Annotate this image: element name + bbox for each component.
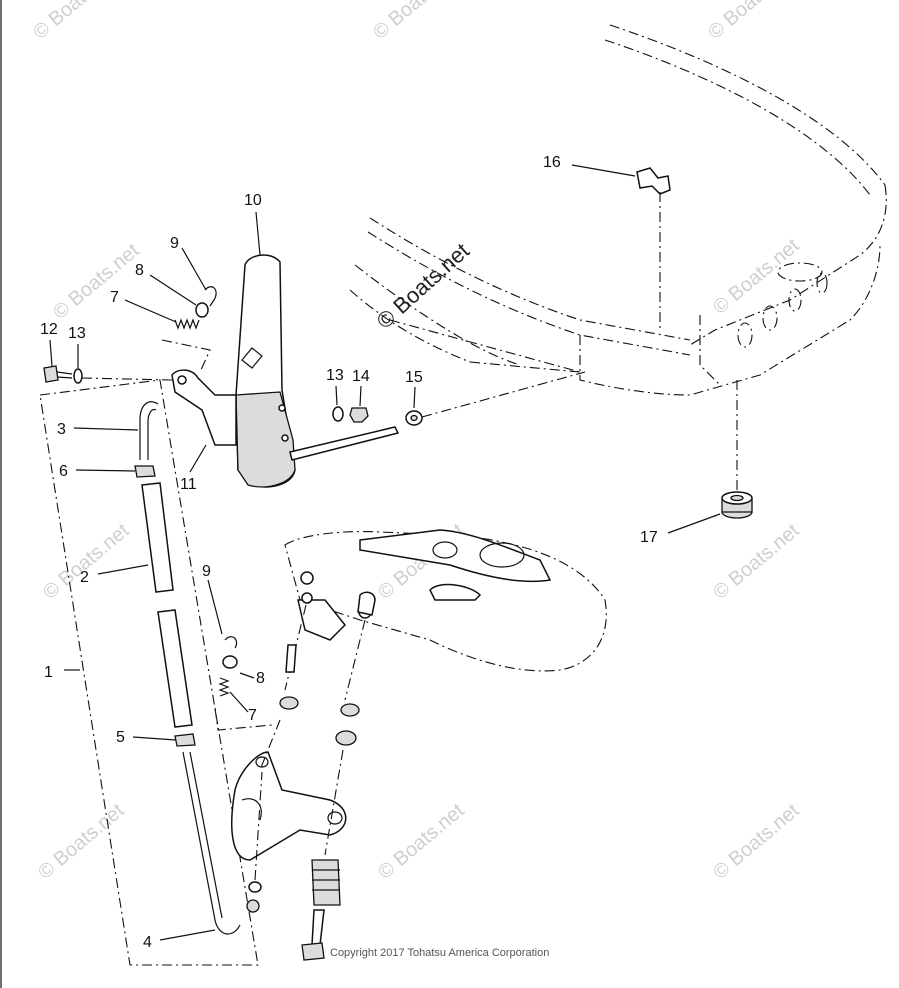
callout-7: 7 — [110, 289, 119, 306]
callout-8: 8 — [135, 262, 144, 279]
callout-9-lower: 9 — [202, 563, 211, 580]
callout-13-right: 13 — [326, 367, 344, 384]
pin-part-9 — [224, 636, 238, 649]
rod-part-4-edge — [189, 751, 223, 919]
watermark: © Boats.net — [704, 0, 799, 44]
nut-part-5 — [174, 733, 196, 747]
callout-12: 12 — [40, 321, 58, 338]
callout-13: 13 — [68, 325, 86, 342]
washer-part-13 — [332, 406, 344, 422]
callout-8-lower: 8 — [256, 670, 265, 687]
leader-dash — [214, 707, 273, 731]
watermark: © Boats.net — [34, 799, 129, 883]
top-cowling — [349, 24, 887, 396]
watermark-grid: © Boats.net © Boats.net © Boats.net © Bo… — [29, 0, 804, 884]
tube-part-2 — [141, 482, 174, 593]
callout-2: 2 — [80, 569, 89, 586]
watermark: © Boats.net — [374, 799, 469, 883]
watermark: © Boats.net — [39, 519, 134, 603]
pin-part-9 — [204, 286, 217, 307]
assembly-frame — [39, 379, 259, 966]
washer-hole — [410, 414, 418, 422]
callout-5: 5 — [116, 729, 125, 746]
spring-part-7 — [218, 677, 230, 697]
washer-part-8 — [222, 655, 238, 669]
nut-part-14 — [349, 407, 369, 423]
washer-part-13 — [73, 368, 83, 384]
callout-10: 10 — [244, 192, 262, 209]
callout-3: 3 — [57, 421, 66, 438]
bracket-part-11 — [171, 369, 400, 461]
leader-dash — [161, 339, 211, 373]
lever-cover-part-10 — [235, 254, 296, 488]
watermark: © Boats.net — [709, 519, 804, 603]
leader-lines — [49, 164, 721, 941]
callout-11: 11 — [180, 476, 197, 493]
watermark: © Boats.net — [369, 0, 464, 44]
callout-17: 17 — [640, 529, 658, 546]
callout-15: 15 — [405, 369, 423, 386]
copyright-text: Copyright 2017 Tohatsu America Corporati… — [330, 947, 549, 959]
callout-9: 9 — [170, 235, 179, 252]
callout-6: 6 — [59, 463, 68, 480]
leader-dash — [81, 377, 173, 381]
nut-part-6 — [134, 465, 156, 478]
watermark: © Boats.net — [29, 0, 124, 44]
callout-1: 1 — [44, 664, 53, 681]
rod-end-part-3 — [139, 401, 159, 460]
tube-part-2-lower — [157, 609, 193, 728]
callout-14: 14 — [352, 368, 370, 385]
watermark: © Boats.net — [709, 799, 804, 883]
rod-part-4 — [182, 751, 241, 935]
lower-mount — [246, 529, 607, 961]
leader-dash — [421, 371, 586, 418]
callout-7-lower: 7 — [248, 707, 257, 724]
grommet-part-17 — [721, 380, 753, 519]
bolt-part-12 — [43, 365, 73, 383]
callout-labels: 1 2 3 4 5 6 7 7 8 8 9 9 10 11 12 13 13 1… — [40, 154, 658, 951]
lower-bracket — [231, 751, 347, 861]
callout-4: 4 — [143, 934, 152, 951]
rod-end-edge — [147, 408, 157, 460]
washer-part-8 — [195, 302, 209, 318]
spring-part-7 — [174, 318, 200, 330]
watermark: © Boats.net — [49, 239, 144, 323]
clip-part-16 — [636, 167, 671, 195]
callout-16: 16 — [543, 154, 561, 171]
